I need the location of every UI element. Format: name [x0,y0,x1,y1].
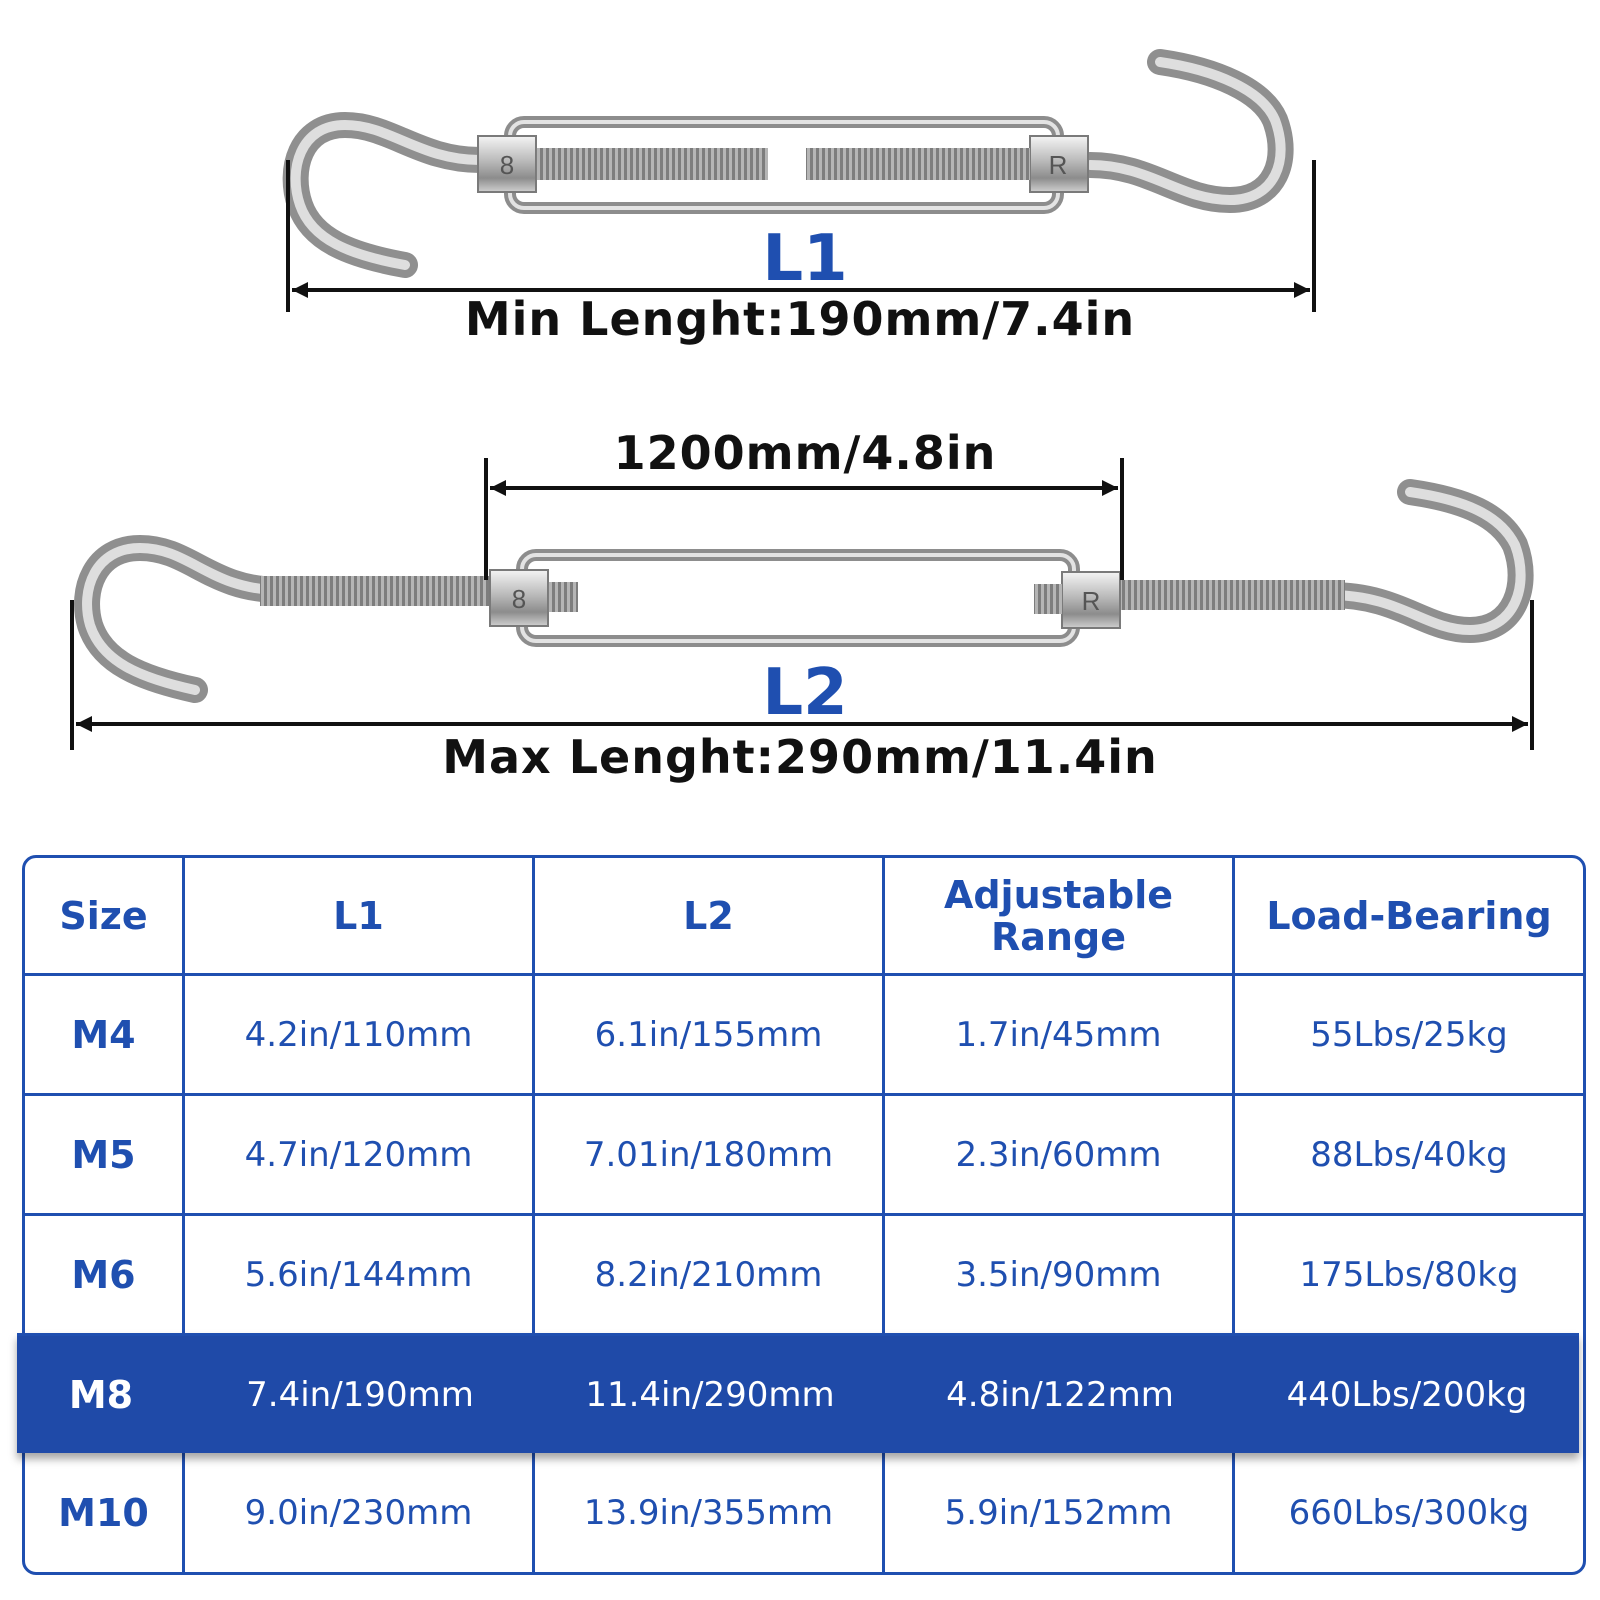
caption-min-length: Min Lenght:190mm/7.4in [464,292,1136,346]
cell-load-bearing: 88Lbs/40kg [1310,1134,1508,1175]
body-mark-left-2: 8 [512,584,526,614]
cell-adjustable-range: 5.9in/152mm [885,1453,1235,1572]
cell-adjustable-range: 4.8in/122mm [946,1374,1174,1415]
cell-load-bearing: 660Lbs/300kg [1288,1492,1530,1533]
specification-table: Size L1 L2 Adjustable Range Load-Bearing… [17,855,1586,1575]
caption-body-length: 1200mm/4.8in [613,426,997,480]
dimension-line-body [484,458,1124,580]
header-size: Size [25,858,185,973]
header-load-bearing: Load-Bearing [1266,893,1552,938]
cell-adjustable-range: 3.5in/90mm [885,1216,1235,1333]
label-l2: L2 [762,656,848,730]
cell-l2: 11.4in/290mm [585,1374,835,1415]
header-l1: L1 [185,858,535,973]
cell-l2: 6.1in/155mm [535,976,885,1093]
cell-l1: 9.0in/230mm [185,1453,535,1572]
cell-l2: 7.01in/180mm [535,1096,885,1213]
table-row: M5 4.7in/120mm 7.01in/180mm 2.3in/60mm 8… [25,1093,1583,1213]
cell-size: M6 [25,1216,185,1333]
dimension-line-l2 [70,600,1534,750]
turnbuckle-min: 8 R [282,49,1294,278]
body-mark-left: 8 [500,150,514,180]
dimension-line-l1 [286,160,1316,312]
right-hook [1077,49,1294,214]
label-l1: L1 [762,222,848,296]
cell-l1: 5.6in/144mm [185,1216,535,1333]
cell-l1: 4.7in/120mm [185,1096,535,1213]
cell-load-bearing: 440Lbs/200kg [1286,1374,1528,1415]
table-row: M10 9.0in/230mm 13.9in/355mm 5.9in/152mm… [25,1453,1583,1572]
cell-size: M10 [25,1453,185,1572]
header-adjustable-range: Adjustable Range [885,858,1235,973]
cell-l1: 7.4in/190mm [246,1374,474,1415]
turnbuckle-max: 8 R [74,479,1534,703]
cell-adjustable-range: 1.7in/45mm [885,976,1235,1093]
cell-size: M5 [25,1096,185,1213]
table-row: M6 5.6in/144mm 8.2in/210mm 3.5in/90mm 17… [25,1213,1583,1333]
cell-l2: 8.2in/210mm [535,1216,885,1333]
left-hook [282,111,493,278]
cell-load-bearing: 55Lbs/25kg [1310,1014,1508,1055]
table-header-row: Size L1 L2 Adjustable Range Load-Bearing [25,858,1583,973]
cell-adjustable-range: 2.3in/60mm [885,1096,1235,1213]
left-hook-extended [74,534,293,703]
cell-l2: 13.9in/355mm [535,1453,885,1572]
header-l2: L2 [535,858,885,973]
caption-max-length: Max Lenght:290mm/11.4in [442,730,1158,784]
body-mark-right-2: R [1082,586,1101,616]
cell-load-bearing: 175Lbs/80kg [1299,1254,1519,1295]
table-row: M4 4.2in/110mm 6.1in/155mm 1.7in/45mm 55… [25,973,1583,1093]
cell-size: M4 [25,976,185,1093]
turnbuckle-diagram: 8 R 8 R [70,49,1534,750]
body-mark-right: R [1049,150,1068,180]
right-hook-extended [1317,479,1534,644]
cell-l1: 4.2in/110mm [185,976,535,1093]
cell-size: M8 [68,1372,134,1417]
table-row-highlighted: M8 7.4in/190mm 11.4in/290mm 4.8in/122mm … [17,1333,1579,1453]
